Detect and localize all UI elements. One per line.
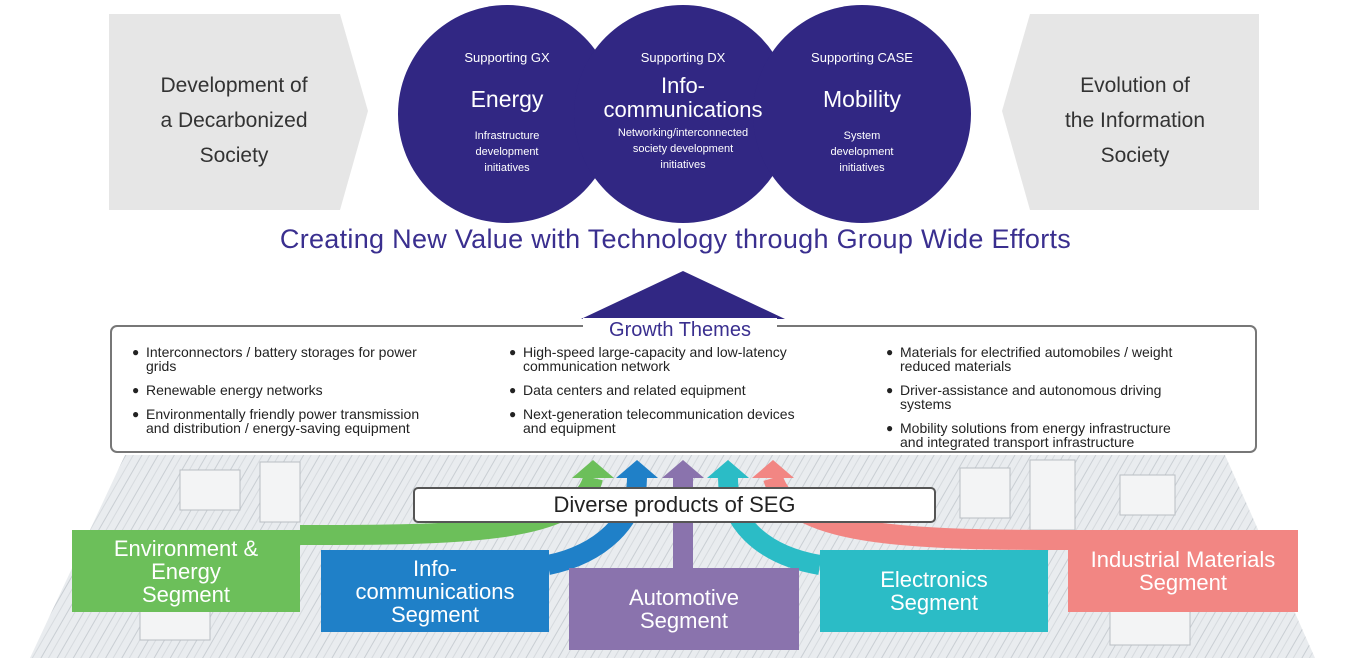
circle-mobility-content: Supporting CASE Mobility System developm… <box>762 50 962 176</box>
circle-desc-3: initiatives <box>660 159 706 171</box>
theme-item: ● Interconnectors / battery storages for … <box>132 345 492 373</box>
circle-desc-3: initiatives <box>484 162 530 174</box>
right-driver-label: Evolution of the Information Society <box>1005 68 1265 173</box>
right-driver-line2: the Information <box>1064 109 1206 132</box>
segment-line1: Industrial Materials <box>1090 547 1276 572</box>
circle-info <box>574 5 792 223</box>
bullet-icon: ● <box>886 383 894 397</box>
segment-line3: Segment <box>390 601 480 627</box>
segment-line2: Segment <box>639 608 729 633</box>
theme-text-line1: Interconnectors / battery storages for p… <box>146 344 417 360</box>
circle-energy <box>398 5 616 223</box>
circle-desc-3: initiatives <box>839 162 885 174</box>
theme-text-line1: Data centers and related equipment <box>523 382 746 398</box>
segment-line2: Segment <box>1138 570 1228 595</box>
bullet-icon: ● <box>509 345 517 359</box>
themes-column-1: ● Interconnectors / battery storages for … <box>132 345 492 445</box>
theme-item: ● Mobility solutions from energy infrastr… <box>886 421 1246 449</box>
theme-item: ● High-speed large-capacity and low-laten… <box>509 345 869 373</box>
theme-text-line1: Materials for electrified automobiles / … <box>900 344 1173 360</box>
segment-environment-energy: Environment & Energy Segment <box>72 530 300 612</box>
right-driver-line1: Evolution of <box>1080 74 1190 97</box>
bullet-icon: ● <box>509 383 517 397</box>
theme-text-line2: communication network <box>523 358 671 374</box>
theme-item: ● Data centers and related equipment <box>509 383 869 397</box>
theme-text-line1: Next-generation telecommunication device… <box>523 406 795 422</box>
bullet-icon: ● <box>132 345 140 359</box>
theme-text-line1: High-speed large-capacity and low-latenc… <box>523 344 787 360</box>
circle-support-label: Supporting GX <box>464 50 550 65</box>
left-driver-line1: Development of <box>160 74 308 97</box>
segment-line2: Energy <box>151 558 221 584</box>
circle-desc-1: System <box>843 130 881 142</box>
circle-desc-2: society development <box>632 143 734 155</box>
circle-info-content: Supporting DX Info- communications Netwo… <box>583 50 783 173</box>
circle-title: Energy <box>470 86 544 112</box>
theme-item: ● Next-generation telecommunication devic… <box>509 407 869 435</box>
circle-support-label: Supporting CASE <box>811 50 913 65</box>
right-driver-chevron <box>1002 14 1259 210</box>
themes-column-3: ● Materials for electrified automobiles /… <box>886 345 1246 459</box>
theme-text-line2: and distribution / energy-saving equipme… <box>146 420 410 436</box>
segment-industrial-materials: Industrial Materials Segment <box>1068 530 1298 612</box>
theme-text-line2: systems <box>900 396 952 412</box>
left-driver-chevron <box>109 14 368 210</box>
bullet-icon: ● <box>886 421 894 435</box>
theme-text-line2: reduced materials <box>900 358 1012 374</box>
left-driver-line3: Society <box>199 144 269 167</box>
theme-item: ● Driver-assistance and autonomous drivin… <box>886 383 1246 411</box>
circle-title: Mobility <box>823 86 901 112</box>
circle-support-label: Supporting DX <box>640 50 726 65</box>
bullet-icon: ● <box>132 407 140 421</box>
segment-line1: Info- <box>412 555 457 581</box>
theme-text-line1: Environmentally friendly power transmiss… <box>146 406 420 422</box>
left-driver-line2: a Decarbonized <box>160 109 308 132</box>
circle-energy-content: Supporting GX Energy Infrastructure deve… <box>407 50 607 176</box>
theme-text-line2: and equipment <box>523 420 616 436</box>
right-driver-line3: Society <box>1100 144 1170 167</box>
circle-title-line2: communications <box>603 97 763 122</box>
circle-desc-2: development <box>830 146 894 158</box>
circle-desc-1: Infrastructure <box>474 130 540 142</box>
theme-text-line1: Renewable energy networks <box>146 382 323 398</box>
left-driver-label: Development of a Decarbonized Society <box>104 68 364 173</box>
theme-text-line2: grids <box>146 358 177 374</box>
segment-line2: Segment <box>889 590 979 615</box>
theme-text-line2: and integrated transport infrastructure <box>900 434 1135 450</box>
theme-text-line1: Driver-assistance and autonomous driving <box>900 382 1162 398</box>
segment-electronics: Electronics Segment <box>820 550 1048 632</box>
growth-themes-box <box>110 325 1257 453</box>
headline: Creating New Value with Technology throu… <box>279 224 1072 254</box>
diverse-products-box: Diverse products of SEG <box>413 487 936 523</box>
circle-desc-2: development <box>475 146 539 158</box>
theme-item: ● Renewable energy networks <box>132 383 492 397</box>
growth-themes-title: Growth Themes <box>583 318 777 342</box>
circle-mobility <box>753 5 971 223</box>
bullet-icon: ● <box>886 345 894 359</box>
circle-desc-1: Networking/interconnected <box>617 127 749 139</box>
bullet-icon: ● <box>509 407 517 421</box>
segment-line1: Electronics <box>880 567 988 592</box>
segment-infocommunications: Info- communications Segment <box>321 550 549 632</box>
themes-column-2: ● High-speed large-capacity and low-laten… <box>509 345 869 445</box>
segment-line3: Segment <box>141 581 231 607</box>
circle-title: Info- <box>660 73 706 98</box>
segment-automotive: Automotive Segment <box>569 568 799 650</box>
flow-arrowheads <box>572 460 794 478</box>
bullet-icon: ● <box>132 383 140 397</box>
upward-arrow <box>581 271 785 319</box>
segment-line1: Environment & <box>113 535 259 561</box>
theme-item: ● Environmentally friendly power transmis… <box>132 407 492 435</box>
theme-item: ● Materials for electrified automobiles /… <box>886 345 1246 373</box>
theme-text-line1: Mobility solutions from energy infrastru… <box>900 420 1171 436</box>
segment-line1: Automotive <box>628 585 740 610</box>
segment-line2: communications <box>355 578 515 604</box>
